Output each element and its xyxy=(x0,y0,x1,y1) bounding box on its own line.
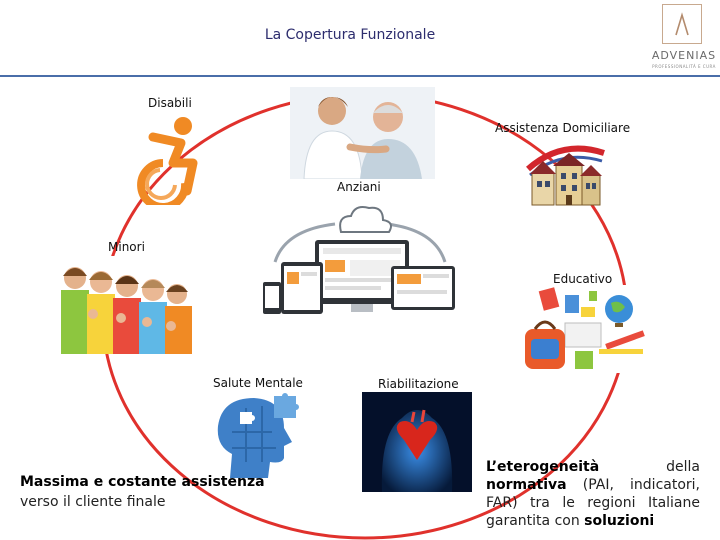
label-assistenza-domiciliare: Assistenza Domiciliare xyxy=(495,121,631,135)
label-salute-mentale: Salute Mentale xyxy=(213,376,303,390)
label-minori: Minori xyxy=(108,240,145,254)
normativa-emphasis-1: L’eterogeneità xyxy=(486,459,600,475)
normativa-paragraph: L’eterogeneità della normativa (PAI, ind… xyxy=(486,458,700,530)
assistance-subtitle: verso il cliente finale xyxy=(20,494,166,510)
assistance-headline: Massima e costante assistenza xyxy=(20,474,265,490)
label-anziani: Anziani xyxy=(337,180,381,194)
anziani-photo xyxy=(290,87,435,179)
logo-name: ADVENIAS xyxy=(651,49,717,62)
school-supplies-icon xyxy=(519,285,649,373)
label-disabili: Disabili xyxy=(148,96,192,110)
page-title: La Copertura Funzionale xyxy=(264,27,436,43)
wheelchair-icon xyxy=(137,117,198,205)
logo-mark-icon xyxy=(675,12,689,36)
houses-icon xyxy=(526,145,605,206)
cloud-devices-icon xyxy=(263,206,455,314)
advenias-logo xyxy=(662,4,702,44)
puzzle-head-icon xyxy=(217,393,299,478)
header-divider xyxy=(0,75,720,77)
normativa-emphasis-3: soluzioni xyxy=(584,513,655,529)
normativa-text-3: (PAI, indicatori, FAR) tra le regioni It… xyxy=(486,477,700,529)
riabilitazione-photo xyxy=(362,392,472,492)
label-educativo: Educativo xyxy=(553,272,613,286)
normativa-text-2: della xyxy=(666,459,700,475)
normativa-emphasis-2: normativa xyxy=(486,477,567,493)
minori-photo xyxy=(57,256,192,354)
label-riabilitazione: Riabilitazione xyxy=(378,377,459,391)
logo-tagline: PROFESSIONALITÀ E CURA xyxy=(652,64,716,69)
